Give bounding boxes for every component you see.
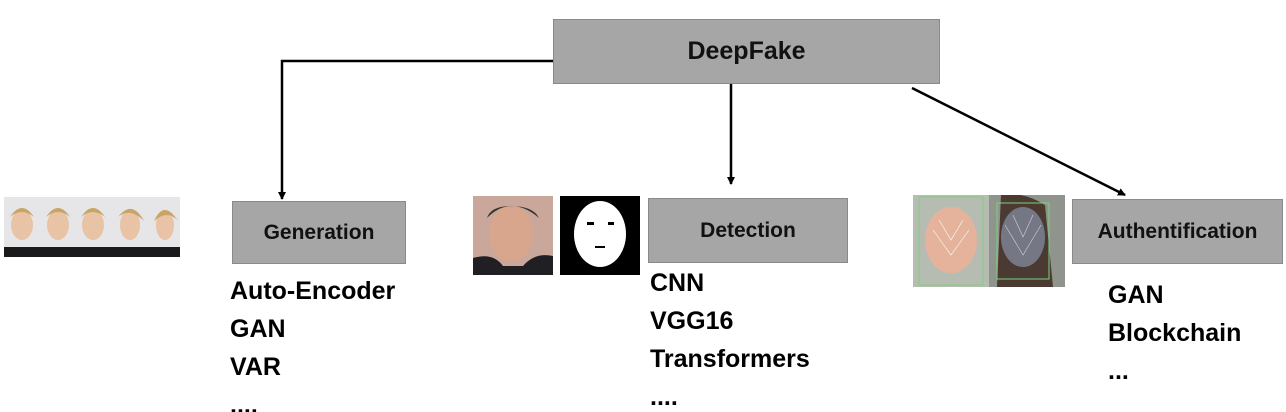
list-item: .... (230, 391, 258, 412)
face-mask-image (560, 196, 640, 275)
face-photo-image (473, 196, 553, 275)
detection-box: Detection (648, 198, 848, 263)
list-item: Transformers (650, 345, 810, 373)
list-item: ... (1108, 357, 1129, 385)
deepfake-root-box: DeepFake (553, 19, 940, 84)
authentification-label: Authentification (1097, 219, 1258, 243)
detection-methods-list: CNN VGG16 Transformers .... (650, 264, 810, 412)
arrow-to-authentification (911, 86, 1126, 197)
list-item: .... (650, 383, 678, 411)
list-item: VGG16 (650, 307, 734, 335)
list-item: Blockchain (1108, 319, 1242, 347)
list-item: VAR (230, 353, 281, 381)
generation-box: Generation (232, 201, 406, 264)
list-item: GAN (230, 315, 286, 343)
list-item: CNN (650, 269, 705, 297)
detection-label: Detection (700, 218, 796, 242)
generation-methods-list: Auto-Encoder GAN VAR .... (230, 272, 395, 412)
authentification-methods-list: GAN Blockchain ... (1108, 276, 1241, 390)
face-expressions-image (4, 197, 180, 257)
authentification-box: Authentification (1072, 199, 1283, 264)
face-landmark-image (913, 195, 1065, 287)
list-item: GAN (1108, 281, 1164, 309)
generation-label: Generation (263, 220, 375, 244)
arrow-to-generation (278, 59, 553, 200)
root-label: DeepFake (687, 37, 806, 65)
list-item: Auto-Encoder (230, 277, 396, 305)
